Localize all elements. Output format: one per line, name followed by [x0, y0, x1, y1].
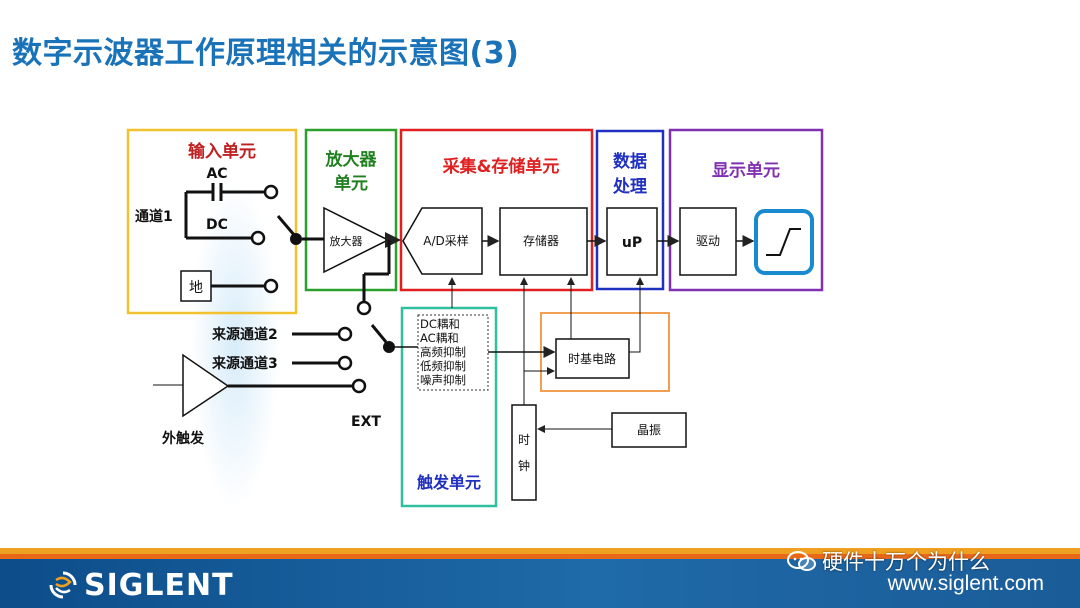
clock-label-2: 钟 — [518, 458, 530, 473]
dc-label: DC — [206, 217, 228, 233]
trigger-options-box — [417, 314, 489, 391]
ext-label: EXT — [351, 414, 381, 430]
amp-unit-title-1: 放大器 — [325, 149, 378, 170]
ground-label: 地 — [189, 280, 203, 296]
footer-stripe-red — [0, 554, 1080, 559]
input-switch-arm — [276, 215, 297, 237]
channel1-label: 通道1 — [135, 208, 173, 225]
timebase-label: 时基电路 — [568, 351, 616, 366]
trigger-option-dc: DC耦和 — [420, 317, 460, 331]
ground-terminal — [263, 278, 279, 294]
amp-trigger-terminal — [356, 300, 372, 316]
acq-unit-title: 采集&存储单元 — [442, 156, 560, 177]
wechat-icon — [787, 551, 816, 571]
amp-unit-frame — [304, 128, 398, 292]
trigger-option-lf: 低频抑制 — [420, 359, 466, 373]
ch2-source-label: 来源通道2 — [211, 326, 278, 343]
proc-unit-frame — [595, 129, 665, 291]
adc-label: A/D采样 — [423, 233, 469, 248]
footer-bar — [0, 559, 1080, 608]
input-unit-title: 输入单元 — [188, 141, 256, 162]
trigger-unit-frame — [400, 306, 498, 508]
dc-terminal — [250, 230, 266, 246]
memory-label: 存储器 — [523, 233, 559, 248]
trigger-options: DC耦和 AC耦和 高频抑制 低频抑制 噪声抑制 — [420, 317, 466, 387]
driver-block — [679, 207, 737, 276]
timebase-block — [555, 338, 630, 379]
siglent-logo-icon — [49, 571, 77, 599]
siglent-logo: SIGLENT — [48, 567, 234, 603]
glow-decoration — [190, 180, 280, 510]
footer-stripe-orange — [0, 548, 1080, 554]
trigger-option-hf: 高频抑制 — [420, 345, 466, 359]
crystal-label: 晶振 — [637, 423, 661, 437]
input-switch-pivot — [290, 233, 302, 245]
footer: SIGLENT www.siglent.com — [0, 548, 1080, 608]
trigger-option-ac: AC耦和 — [420, 331, 459, 345]
external-trigger-label: 外触发 — [162, 430, 205, 447]
watermark-text: 硬件十万个为什么 — [822, 550, 990, 574]
block-diagram: 输入单元 放大器 单元 采集&存储单元 数据 处理 显示单元 触发单元 AC D… — [126, 128, 824, 508]
acq-unit-frame — [399, 128, 594, 292]
proc-unit-title-2: 处理 — [612, 176, 647, 197]
trigger-unit-title: 触发单元 — [416, 473, 481, 492]
ext-terminal — [351, 378, 367, 394]
website-url[interactable]: www.siglent.com — [887, 572, 1044, 595]
trigger-switch-arm — [370, 324, 388, 343]
display-unit-frame — [668, 128, 824, 292]
slide-title: 数字示波器工作原理相关的示意图(3) — [12, 36, 520, 71]
external-trigger-amp — [182, 353, 230, 418]
proc-unit-title-1: 数据 — [613, 151, 647, 172]
clock-block — [511, 404, 537, 501]
trigger-switch-pivot — [383, 341, 395, 353]
trigger-option-noise: 噪声抑制 — [420, 373, 466, 387]
amplifier-triangle — [323, 206, 390, 274]
input-unit-frame — [126, 128, 298, 315]
ch3-terminal — [337, 355, 353, 371]
ac-label: AC — [206, 166, 227, 182]
clock-label-1: 时 — [518, 433, 530, 447]
ac-terminal — [263, 184, 279, 200]
amp-unit-title-2: 单元 — [334, 173, 368, 194]
amplifier-label: 放大器 — [330, 234, 363, 248]
up-label: uP — [622, 235, 642, 251]
waveform-icon — [766, 228, 801, 256]
brand-name: SIGLENT — [84, 567, 234, 603]
driver-label: 驱动 — [696, 234, 720, 248]
up-block — [606, 207, 658, 276]
display-unit-title: 显示单元 — [712, 160, 780, 181]
crystal-block — [611, 412, 687, 448]
ch3-source-label: 来源通道3 — [211, 355, 278, 372]
watermark: 硬件十万个为什么 — [786, 546, 990, 576]
ch2-terminal — [337, 326, 353, 342]
